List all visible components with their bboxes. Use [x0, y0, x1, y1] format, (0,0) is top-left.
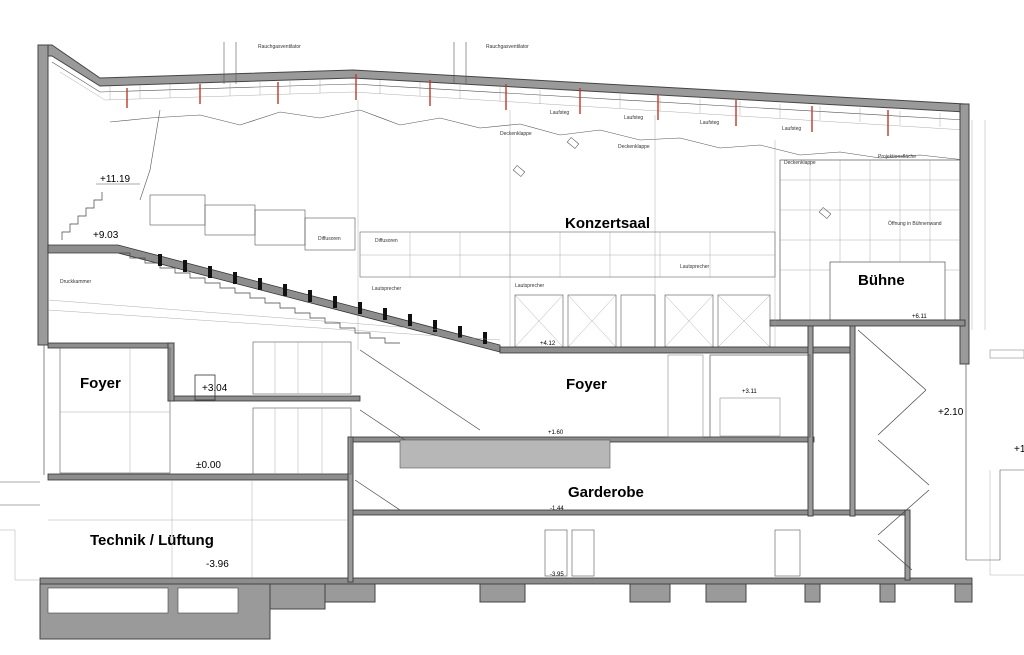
foyer-center: Foyer +4.12 +1.60 +3.11	[354, 341, 811, 511]
level-6-11: +6.11	[912, 314, 927, 320]
level-0-00: ±0.00	[196, 460, 221, 471]
room-technik: Technik / Lüftung	[90, 532, 214, 549]
room-foyer-center: Foyer	[566, 376, 607, 393]
room-garderobe: Garderobe	[568, 484, 644, 501]
level-11-19: +11.19	[100, 174, 131, 185]
label-oeffnung: Öffnung in Bühnenwand	[888, 220, 942, 227]
label-rauchgas-1: Rauchgasventilator	[258, 44, 301, 50]
level-3-04: +3.04	[202, 383, 228, 394]
level-9-03: +9.03	[93, 230, 119, 241]
level-2-10: +2.10	[938, 407, 964, 418]
room-konzertsaal: Konzertsaal	[565, 215, 650, 232]
level-right-edge: +1	[1014, 444, 1024, 455]
level-m3-95: -3.95	[550, 572, 564, 578]
roof: Rauchgasventilator Rauchgasventilator La…	[37, 42, 966, 166]
level-4-12: +4.12	[540, 341, 556, 347]
outer-walls	[37, 44, 970, 560]
label-rauchgas-2: Rauchgasventilator	[486, 44, 529, 50]
label-laufsteg-3: Laufsteg	[700, 120, 719, 126]
label-laufsteg-4: Laufsteg	[782, 126, 801, 132]
room-foyer-left: Foyer	[80, 375, 121, 392]
label-deckenklappe-1: Deckenklappe	[500, 131, 532, 137]
level-3-11: +3.11	[742, 389, 757, 395]
floor-slabs	[39, 325, 973, 640]
label-laufsteg-2: Laufsteg	[624, 115, 643, 121]
label-laufsteg-1: Laufsteg	[550, 110, 569, 116]
level-1-60: +1.60	[548, 430, 564, 436]
label-deckenklappe-3: Deckenklappe	[784, 160, 816, 166]
seating-rake: +11.19 +9.03 Druckkammer	[47, 174, 501, 353]
foyer-left: Foyer +3.04 ±0.00	[59, 341, 352, 475]
label-projektionsflaeche: Projektionsfläche	[878, 154, 916, 160]
room-buehne: Bühne	[858, 272, 905, 289]
label-lautsprecher-1: Lautsprecher	[372, 286, 402, 292]
level-m3-96: -3.96	[206, 559, 229, 570]
technik-lueftung: Technik / Lüftung -3.96 -3.95	[48, 480, 801, 578]
label-diffusoren-2: Diffusoren	[318, 236, 341, 242]
stage-house: Bühne Öffnung in Bühnenwand +6.11	[769, 120, 986, 330]
right-stairs: +2.10 +1	[857, 329, 1024, 571]
level-m1-44: -1.44	[550, 506, 564, 512]
label-diffusoren-1: Diffusoren	[375, 238, 398, 244]
concert-hall: Diffusoren Diffusoren Lautsprecher Lauts…	[139, 100, 832, 350]
label-lautsprecher-3: Lautsprecher	[680, 264, 710, 270]
label-druckkammer: Druckkammer	[60, 279, 91, 285]
garderobe: Garderobe -1.44	[550, 484, 644, 512]
label-deckenklappe-2: Deckenklappe	[618, 144, 650, 150]
exterior	[0, 349, 1024, 581]
label-lautsprecher-2: Lautsprecher	[515, 283, 545, 289]
